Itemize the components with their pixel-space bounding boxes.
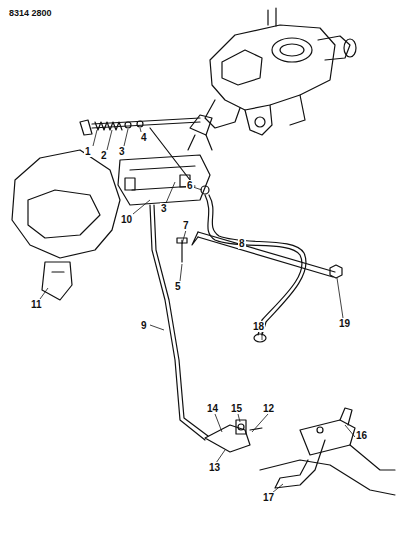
callout-number: 8 (238, 238, 246, 249)
callout-number: 18 (252, 321, 265, 332)
callout-number: 3 (160, 203, 168, 214)
callout-number: 9 (140, 320, 148, 331)
callout-number: 19 (338, 318, 351, 329)
callout-number: 5 (174, 281, 182, 292)
callout-number: 4 (140, 132, 148, 143)
callout-number: 16 (355, 430, 368, 441)
callout-number: 7 (182, 220, 190, 231)
callout-number: 12 (262, 403, 275, 414)
callout-number: 2 (100, 150, 108, 161)
drawing-number: 8314 2800 (8, 8, 53, 19)
callout-number: 17 (262, 492, 275, 503)
callout-number: 15 (230, 403, 243, 414)
callout-number: 13 (208, 462, 221, 473)
callout-number: 10 (120, 214, 133, 225)
callout-number: 14 (206, 403, 219, 414)
callout-number: 11 (30, 299, 43, 310)
callout-number: 3 (118, 146, 126, 157)
callout-number: 1 (84, 146, 92, 157)
callout-number: 6 (186, 180, 194, 191)
